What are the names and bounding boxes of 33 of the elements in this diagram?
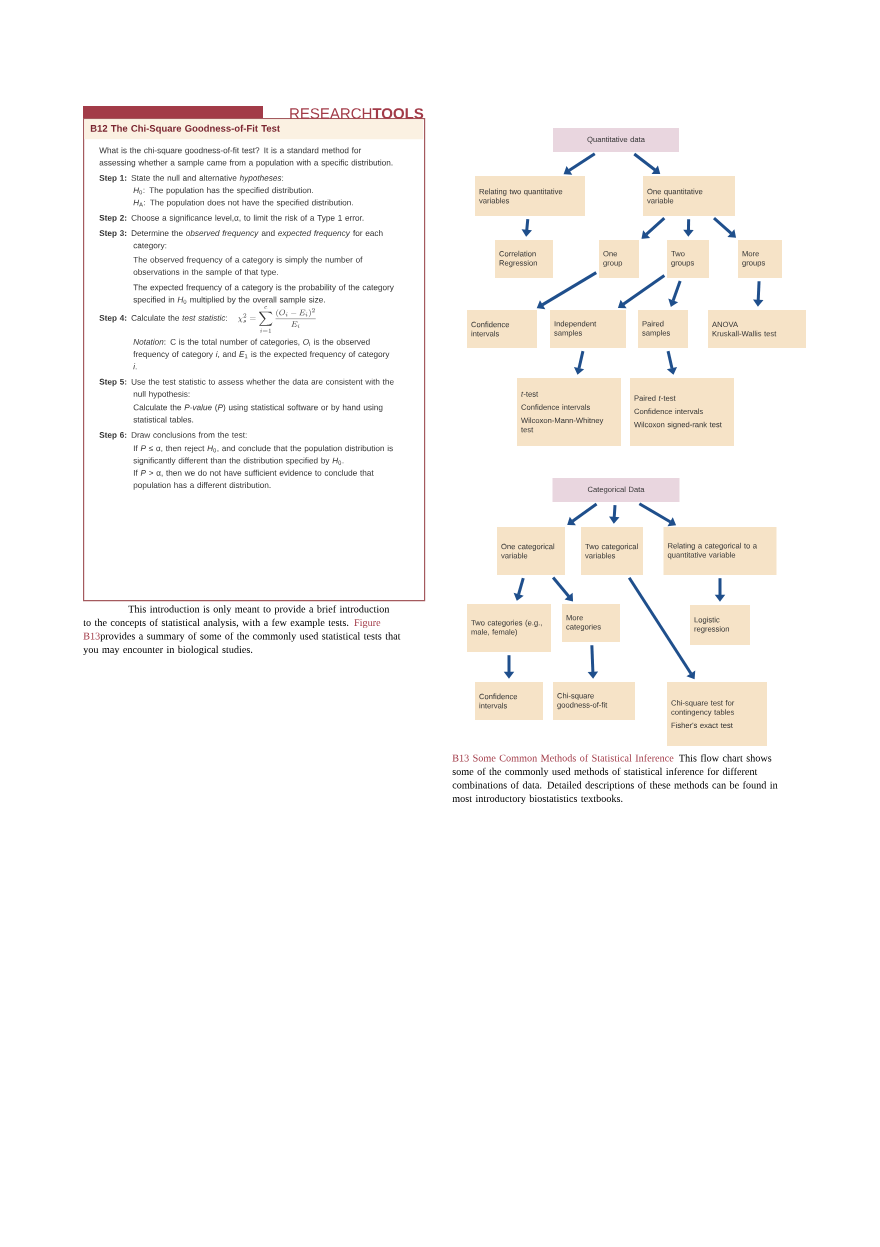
arrow	[609, 505, 620, 524]
label: you may encounter in biological studies.	[83, 645, 253, 656]
formula: $\chi_s^2=\sum_{i=1}^{c}\frac{(O_i-E_i)^2}{E_i}$	[238, 306, 316, 333]
step-text: Step 6: Draw conclusions from the test:	[99, 431, 247, 440]
note-text: If P > α, then we do not have sufficient evidence to conclude that population has a different distribution.	[133, 469, 374, 490]
hypothesis-text: H$_{A}$: The population does not have the specified distribution.	[133, 199, 353, 208]
note-text: Calculate the P-value (P) using statistical software or by hand using statistical tables.	[133, 404, 383, 423]
arrow	[753, 281, 764, 307]
intro-text: What is the chi-square goodness-of-fit test? It is a standard method for assessing whether a sample came from a population with a specific distribution.	[99, 147, 393, 168]
title-band: B12 The Chi-Square Goodness-of-Fit Test	[84, 119, 424, 140]
step-text: Step 3: Determine the observed frequency and expected frequency for each category:	[99, 230, 383, 250]
arrow	[567, 502, 598, 526]
section-banner: RESEARCHTOOLS	[83, 106, 424, 119]
note-text: If P ≤ α, then reject H$_{0}$, and conclude that the population distribution is significantly different than the distribution specified by H$_{0}$.	[133, 445, 393, 466]
note-text: The expected frequency of a category is the probability of the category specified in H$_{0}$ multiplied by the overall sample size.	[133, 284, 394, 305]
body-paragraph: This introduction is only meant to provide a brief introduction to the concepts of statistical analysis, with a few example tests. Figure B13provides a summary of some of the commonly used statistical tests that you may encounter in biological studies.	[83, 605, 401, 656]
label: This introduction is only meant to provide a brief introduction	[128, 605, 390, 615]
note-text: Notation: C is the total number of categories, O$_{i}$ is the observed frequency of category i, and E$_{1}$ is the expected frequency of category i.	[133, 338, 390, 370]
label: Figure	[354, 619, 381, 629]
arrow	[666, 350, 678, 375]
label: to the concepts of statistical analysis, with a few example tests.	[83, 618, 349, 629]
hypothesis-text: H$_{0}$: The population has the specified distribution.	[133, 187, 313, 195]
step-text: Step 4: Calculate the test statistic:	[99, 314, 227, 323]
arrow	[641, 217, 666, 239]
step-text: Step 5: Use the test statistic to assess whether the data are consistent with the null hypothesis:	[99, 378, 394, 399]
label: B13	[83, 632, 100, 640]
step-text: Step 1: State the null and alternative hypotheses:	[99, 174, 284, 183]
figure-caption: B13 Some Common Methods of Statistical Inference This flow chart shows some of the commonly used methods of statistical inference for different combinations of data. Detailed descriptions of these methods can be found in most introductory biostatistics textbooks.	[452, 754, 778, 805]
note-text: The observed frequency of a category is simply the number of observations in the sample of that type.	[133, 256, 363, 277]
step-text: Step 2: Choose a significance level,α, to limit the risk of a Type 1 error.	[99, 214, 364, 223]
arrow	[668, 280, 682, 307]
label: provides a summary of some of the commonly used statistical tests that	[100, 632, 401, 642]
arrow	[563, 152, 596, 175]
